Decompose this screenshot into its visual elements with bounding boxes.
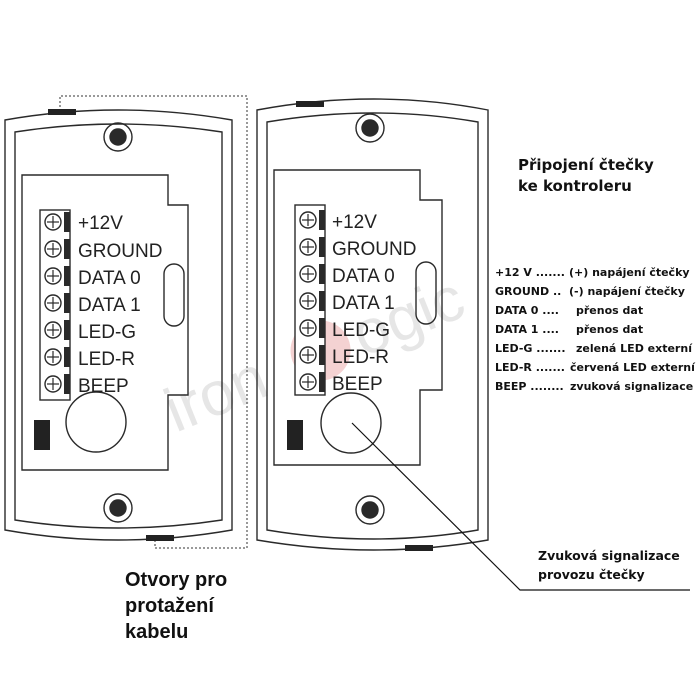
- cable-hole-guide: [59, 95, 248, 549]
- right-terminal-contact: [319, 318, 325, 338]
- left-terminal-label: DATA 0: [78, 268, 141, 289]
- legend-key: DATA 1 ....: [495, 323, 559, 336]
- cable-holes-label-line1: Otvory pro: [125, 569, 227, 591]
- reader-right-screw-bottom: [361, 501, 379, 519]
- left-terminal-contact: [64, 320, 70, 340]
- reader-left-screw-hole-bottom: [103, 493, 133, 523]
- reader-right: [256, 98, 489, 551]
- right-terminal-contact: [319, 237, 325, 257]
- reader-right-component: [287, 420, 303, 450]
- reader-right-terminal-labels: +12V GROUND DATA 0 DATA 1 LED-G LED-R BE…: [332, 212, 416, 395]
- reader-left-terminals: [44, 212, 70, 394]
- reader-right-notch-bottom: [405, 545, 433, 551]
- reader-left: [4, 109, 233, 541]
- right-terminal-contact: [319, 372, 325, 392]
- legend-value: zvuková signalizace: [570, 380, 693, 393]
- legend-value: zelená LED externí: [576, 342, 693, 355]
- right-terminal-label: DATA 0: [332, 266, 395, 287]
- legend-value: (-) napájení čtečky: [569, 285, 685, 298]
- legend-key: GROUND ..: [495, 285, 561, 298]
- reader-left-housing-inner: [14, 123, 223, 529]
- buzzer-callout-line: [351, 422, 690, 591]
- right-terminal-contact: [319, 264, 325, 284]
- legend-key: +12 V .......: [495, 266, 565, 279]
- reader-right-screw-hole-bottom: [355, 495, 385, 525]
- right-terminal-label: GROUND: [332, 239, 416, 260]
- left-terminal-label: BEEP: [78, 376, 129, 397]
- right-terminal-label: LED-R: [332, 347, 389, 368]
- reader-left-housing: [4, 109, 233, 541]
- right-terminal-label: BEEP: [332, 374, 383, 395]
- legend-key: DATA 0 ....: [495, 304, 559, 317]
- reader-left-screw-hole-top: [103, 122, 133, 152]
- right-terminal-label: LED-G: [332, 320, 390, 341]
- legend-value: přenos dat: [576, 304, 643, 317]
- reader-right-screw-top: [361, 119, 379, 137]
- right-terminal-contact: [319, 210, 325, 230]
- left-terminal-label: DATA 1: [78, 295, 141, 316]
- reader-right-slot: [415, 261, 437, 325]
- reader-right-housing: [256, 98, 489, 551]
- diagram-title-line2: ke kontroleru: [518, 177, 632, 195]
- right-terminal-contact: [319, 291, 325, 311]
- reader-right-pcb-outline: [273, 169, 443, 466]
- left-terminal-contact: [64, 266, 70, 286]
- reader-left-notch-bottom: [146, 535, 174, 541]
- buzzer-callout-line1: Zvuková signalizace: [538, 548, 680, 563]
- legend-value: přenos dat: [576, 323, 643, 336]
- reader-left-screw-bottom: [109, 499, 127, 517]
- reader-right-buzzer: [320, 392, 382, 454]
- legend-key: LED-G .......: [495, 342, 566, 355]
- reader-right-housing-inner: [266, 112, 479, 540]
- left-terminal-contact: [64, 374, 70, 394]
- legend-value: červená LED externí: [570, 361, 696, 374]
- left-terminal-contact: [64, 347, 70, 367]
- reader-left-notch-top: [48, 109, 76, 115]
- left-terminal-contact: [64, 212, 70, 232]
- cable-holes-label-line2: protažení: [125, 595, 215, 617]
- left-terminal-label: +12V: [78, 213, 123, 234]
- left-terminal-label: GROUND: [78, 241, 162, 262]
- legend-key: LED-R .......: [495, 361, 565, 374]
- buzzer-callout-line2: provozu čtečky: [538, 567, 645, 582]
- left-terminal-contact: [64, 239, 70, 259]
- left-terminal-contact: [64, 293, 70, 313]
- legend-value: (+) napájení čtečky: [569, 266, 690, 279]
- cable-holes-label-line3: kabelu: [125, 621, 188, 643]
- reader-left-screw-top: [109, 128, 127, 146]
- reader-left-terminal-labels: +12V GROUND DATA 0 DATA 1 LED-G LED-R BE…: [78, 213, 162, 397]
- reader-right-terminals: [299, 210, 325, 392]
- reader-left-slot: [163, 263, 185, 327]
- legend-key: BEEP ........: [495, 380, 564, 393]
- left-terminal-label: LED-R: [78, 349, 135, 370]
- reader-right-notch-top: [296, 101, 324, 107]
- left-terminal-label: LED-G: [78, 322, 136, 343]
- right-terminal-contact: [319, 345, 325, 365]
- reader-right-screw-hole-top: [355, 113, 385, 143]
- right-terminal-label: DATA 1: [332, 293, 395, 314]
- diagram-title-line1: Připojení čtečky: [518, 156, 654, 174]
- reader-left-buzzer: [65, 391, 127, 453]
- terminal-legend: +12 V ....... (+) napájení čtečky GROUND…: [495, 266, 696, 393]
- reader-left-component: [34, 420, 50, 450]
- reader-left-pcb-outline: [21, 174, 189, 471]
- right-terminal-label: +12V: [332, 212, 377, 233]
